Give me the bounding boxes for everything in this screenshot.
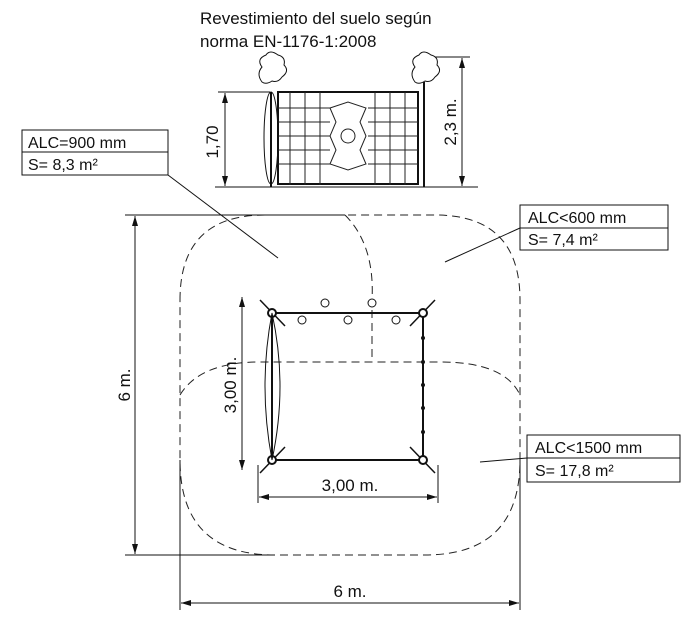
total-height-label: 2,3 m. (441, 98, 460, 145)
zone-callout-900: ALC=900 mm S= 8,3 m² (21, 129, 279, 259)
plan-frame (271, 312, 424, 461)
plan-view: 3,00 m. 3,00 m. 6 m. 6 m. (115, 214, 521, 610)
net-grid (278, 92, 418, 185)
plan-vertical-label: 3,00 m. (221, 357, 240, 414)
total-horizontal-label: 6 m. (333, 582, 366, 601)
zone-area-label: S= 7,4 m² (528, 232, 598, 249)
zone-area-label: S= 8,3 m² (28, 157, 98, 174)
zone-callout-1500: ALC<1500 mm S= 17,8 m² (479, 434, 681, 483)
zone-area-label: S= 17,8 m² (535, 463, 614, 480)
height-label: 1,70 (203, 125, 222, 158)
zone-alc-label: ALC=900 mm (28, 135, 126, 152)
plan-horizontal-label: 3,00 m. (322, 476, 379, 495)
total-vertical-label: 6 m. (115, 368, 134, 401)
title-line-1: Revestimiento del suelo según (200, 9, 432, 28)
title-line-2: norma EN-1176-1:2008 (200, 32, 376, 51)
upper-zone-divider (344, 214, 373, 301)
side-net-plan (264, 312, 281, 461)
zone-divider (179, 361, 521, 396)
zone-callout-600: ALC<600 mm S= 7,4 m² (444, 204, 669, 263)
zone-alc-label: ALC<600 mm (528, 210, 626, 227)
palm-decoration-left-icon (258, 51, 288, 84)
elevation-view: 1,70 2,3 m. (203, 51, 478, 188)
palm-decoration-right-icon (411, 51, 441, 84)
hand-holds (297, 298, 401, 325)
zone-alc-label: ALC<1500 mm (535, 440, 642, 457)
